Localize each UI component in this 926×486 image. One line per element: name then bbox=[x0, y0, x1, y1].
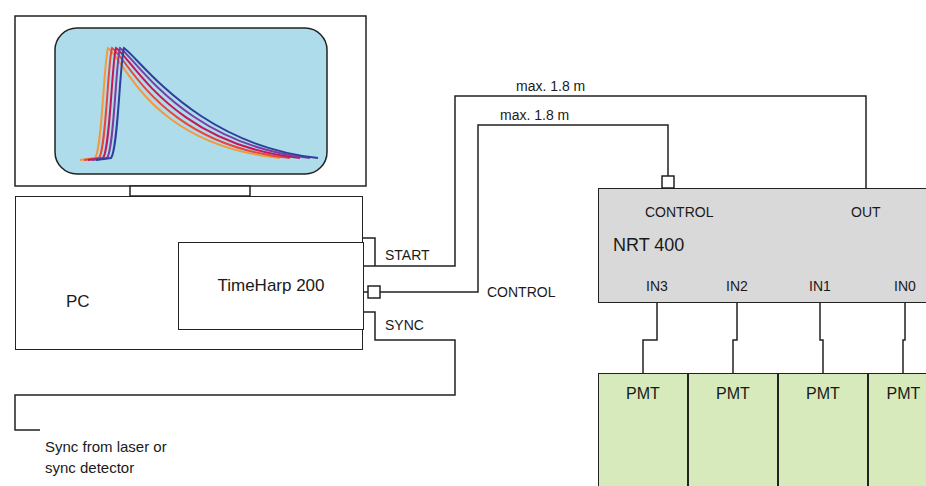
decay-curve bbox=[92, 48, 310, 160]
cable bbox=[820, 303, 823, 373]
connector-name: SYNC bbox=[385, 317, 424, 333]
port-name: OUT bbox=[851, 204, 881, 220]
detector-box: PMT bbox=[868, 373, 926, 486]
pc-box: PCTimeHarp 200 bbox=[15, 196, 363, 350]
decay-curve bbox=[88, 48, 300, 160]
port-name: IN1 bbox=[809, 278, 831, 294]
node-label: PMT bbox=[869, 384, 926, 404]
start-connector bbox=[363, 238, 375, 266]
control-port bbox=[662, 176, 674, 188]
monitor-stand bbox=[130, 186, 250, 196]
monitor-screen bbox=[55, 28, 327, 174]
detector-box: PMT bbox=[598, 373, 688, 486]
detector-box: PMT bbox=[688, 373, 778, 486]
cable bbox=[643, 303, 657, 373]
detector-box: PMT bbox=[778, 373, 868, 486]
decay-curve bbox=[96, 48, 318, 160]
card-box: TimeHarp 200 bbox=[178, 242, 364, 330]
cable-length: max. 1.8 m bbox=[500, 107, 569, 123]
node-label: TimeHarp 200 bbox=[217, 276, 324, 296]
connector-name: CONTROL bbox=[487, 284, 555, 300]
port-name: CONTROL bbox=[645, 204, 713, 220]
node-label: PMT bbox=[599, 384, 687, 404]
port-name: IN3 bbox=[646, 278, 668, 294]
port-name: IN2 bbox=[726, 278, 748, 294]
connector-name: START bbox=[385, 247, 430, 263]
node-label: NRT 400 bbox=[613, 235, 926, 255]
node-label: PMT bbox=[779, 384, 867, 404]
cable bbox=[903, 303, 905, 373]
port-name: IN0 bbox=[894, 278, 916, 294]
cable bbox=[733, 303, 737, 373]
sync-note: Sync from laser or sync detector bbox=[45, 436, 167, 478]
monitor-housing bbox=[15, 16, 366, 186]
control-port bbox=[368, 286, 380, 298]
cable-length: max. 1.8 m bbox=[516, 78, 585, 94]
node-label: PMT bbox=[689, 384, 777, 404]
